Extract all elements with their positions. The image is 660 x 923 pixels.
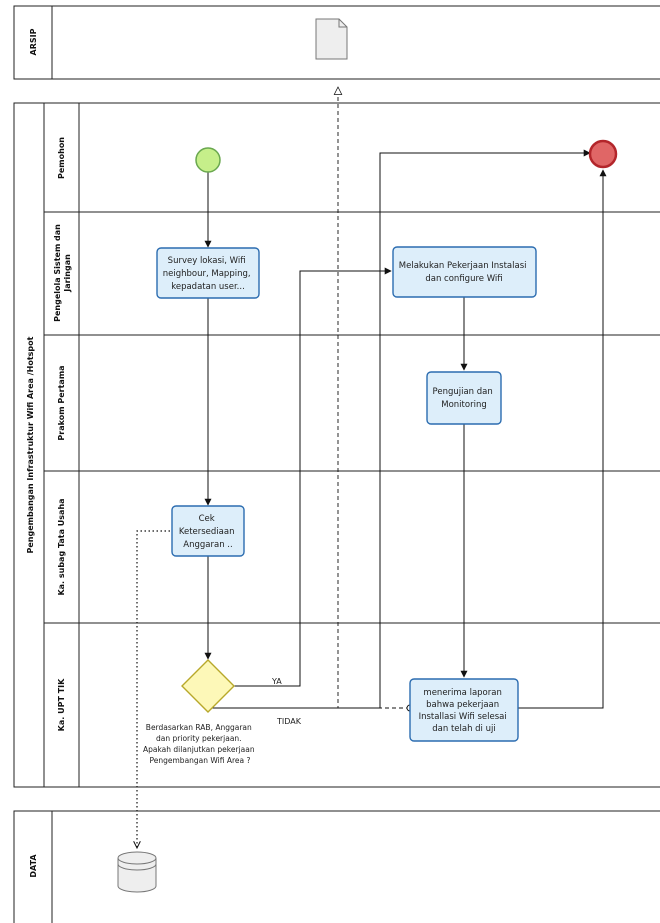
lane-label-prakom: Prakom Pertama bbox=[57, 365, 66, 440]
svg-text:menerima laporan bahwa p: menerima laporan bahwa pekerjaan Install… bbox=[419, 688, 510, 734]
database-icon bbox=[117, 851, 157, 893]
lane-label-kasubag: Ka. subag Tata Usaha bbox=[57, 498, 66, 595]
pool-data: DATA bbox=[13, 810, 660, 923]
task-laporan-line4: dan telah di uji bbox=[432, 724, 495, 734]
task-cek-line2: Ketersediaan bbox=[179, 527, 235, 537]
lane-label-pengelola-line1: Pengelola Sistem dan bbox=[53, 224, 62, 322]
start-event[interactable] bbox=[195, 147, 221, 173]
task-instalasi[interactable]: Melakukan Pekerjaan Instalasi dan config… bbox=[392, 246, 537, 298]
lane-label-pengelola-line2: Jaringan bbox=[63, 254, 72, 293]
task-survey-line3: kepadatan user... bbox=[171, 282, 245, 292]
lane-label-pemohon: Pemohon bbox=[57, 137, 66, 179]
lane-label-kaupt: Ka. UPT TIK bbox=[57, 678, 66, 731]
task-pengujian-line2: Monitoring bbox=[441, 400, 486, 410]
task-instalasi-line1: Melakukan Pekerjaan Instalasi bbox=[399, 261, 527, 271]
lane-separators bbox=[44, 211, 660, 624]
gateway-annotation-line2: dan priority pekerjaan. bbox=[156, 734, 242, 743]
document-icon bbox=[315, 18, 348, 60]
data-association bbox=[137, 530, 174, 848]
gateway-annotation-line3: Apakah dilanjutkan pekerjaan bbox=[143, 745, 255, 754]
task-laporan-line2: bahwa pekerjaan bbox=[426, 700, 499, 710]
task-pengujian-line1: Pengujian dan bbox=[433, 387, 493, 397]
end-event[interactable] bbox=[588, 139, 618, 169]
flow-label-ya: YA bbox=[271, 677, 282, 686]
exclusive-gateway[interactable] bbox=[181, 659, 235, 713]
task-cek-anggaran[interactable]: Cek Ketersediaan Anggaran .. bbox=[171, 505, 245, 557]
task-survey-line2: neighbour, Mapping, bbox=[163, 269, 251, 279]
task-cek-line3: Anggaran .. bbox=[183, 540, 232, 550]
flow-gateway-yes-to-instalasi bbox=[234, 267, 392, 687]
flow-label-tidak: TIDAK bbox=[276, 717, 302, 726]
pool-main: Pengembangan Infrastruktur Wifi Area /Ho… bbox=[13, 102, 660, 788]
pool-arsip-label: ARSIP bbox=[29, 28, 38, 55]
pool-data-label: DATA bbox=[29, 854, 38, 878]
svg-text:Melakukan Pekerjaan Instalasi: Melakukan Pekerjaan Instalasi dan config… bbox=[399, 261, 529, 284]
task-survey[interactable]: Survey lokasi, Wifi neighbour, Mapping, … bbox=[156, 247, 260, 299]
svg-text:Pengujian dan Monitoring: Pengujian dan Monitoring bbox=[433, 387, 496, 410]
task-instalasi-line2: dan configure Wifi bbox=[425, 274, 502, 284]
gateway-annotation-line4: Pengembangan Wifi Area ? bbox=[150, 756, 251, 765]
task-laporan-line3: Installasi Wifi selesai bbox=[419, 712, 507, 722]
task-laporan-line1: menerima laporan bbox=[423, 688, 501, 698]
svg-text:Cek Ketersediaan A: Cek Ketersediaan Anggaran .. bbox=[179, 514, 237, 550]
gateway-annotation-line1: Berdasarkan RAB, Anggaran bbox=[146, 723, 252, 732]
task-cek-line1: Cek bbox=[199, 514, 215, 524]
gateway-annotation: Berdasarkan RAB, Anggaran dan priority p… bbox=[143, 723, 257, 765]
task-laporan[interactable]: menerima laporan bahwa pekerjaan Install… bbox=[409, 678, 519, 742]
task-pengujian[interactable]: Pengujian dan Monitoring bbox=[426, 371, 502, 425]
flow-laporan-to-end bbox=[518, 169, 607, 709]
svg-text:Survey lokasi, Wifi neig: Survey lokasi, Wifi neighbour, Mapping, … bbox=[163, 256, 254, 292]
pool-main-label: Pengembangan Infrastruktur Wifi Area /Ho… bbox=[26, 336, 35, 553]
task-survey-line1: Survey lokasi, Wifi bbox=[168, 256, 246, 266]
